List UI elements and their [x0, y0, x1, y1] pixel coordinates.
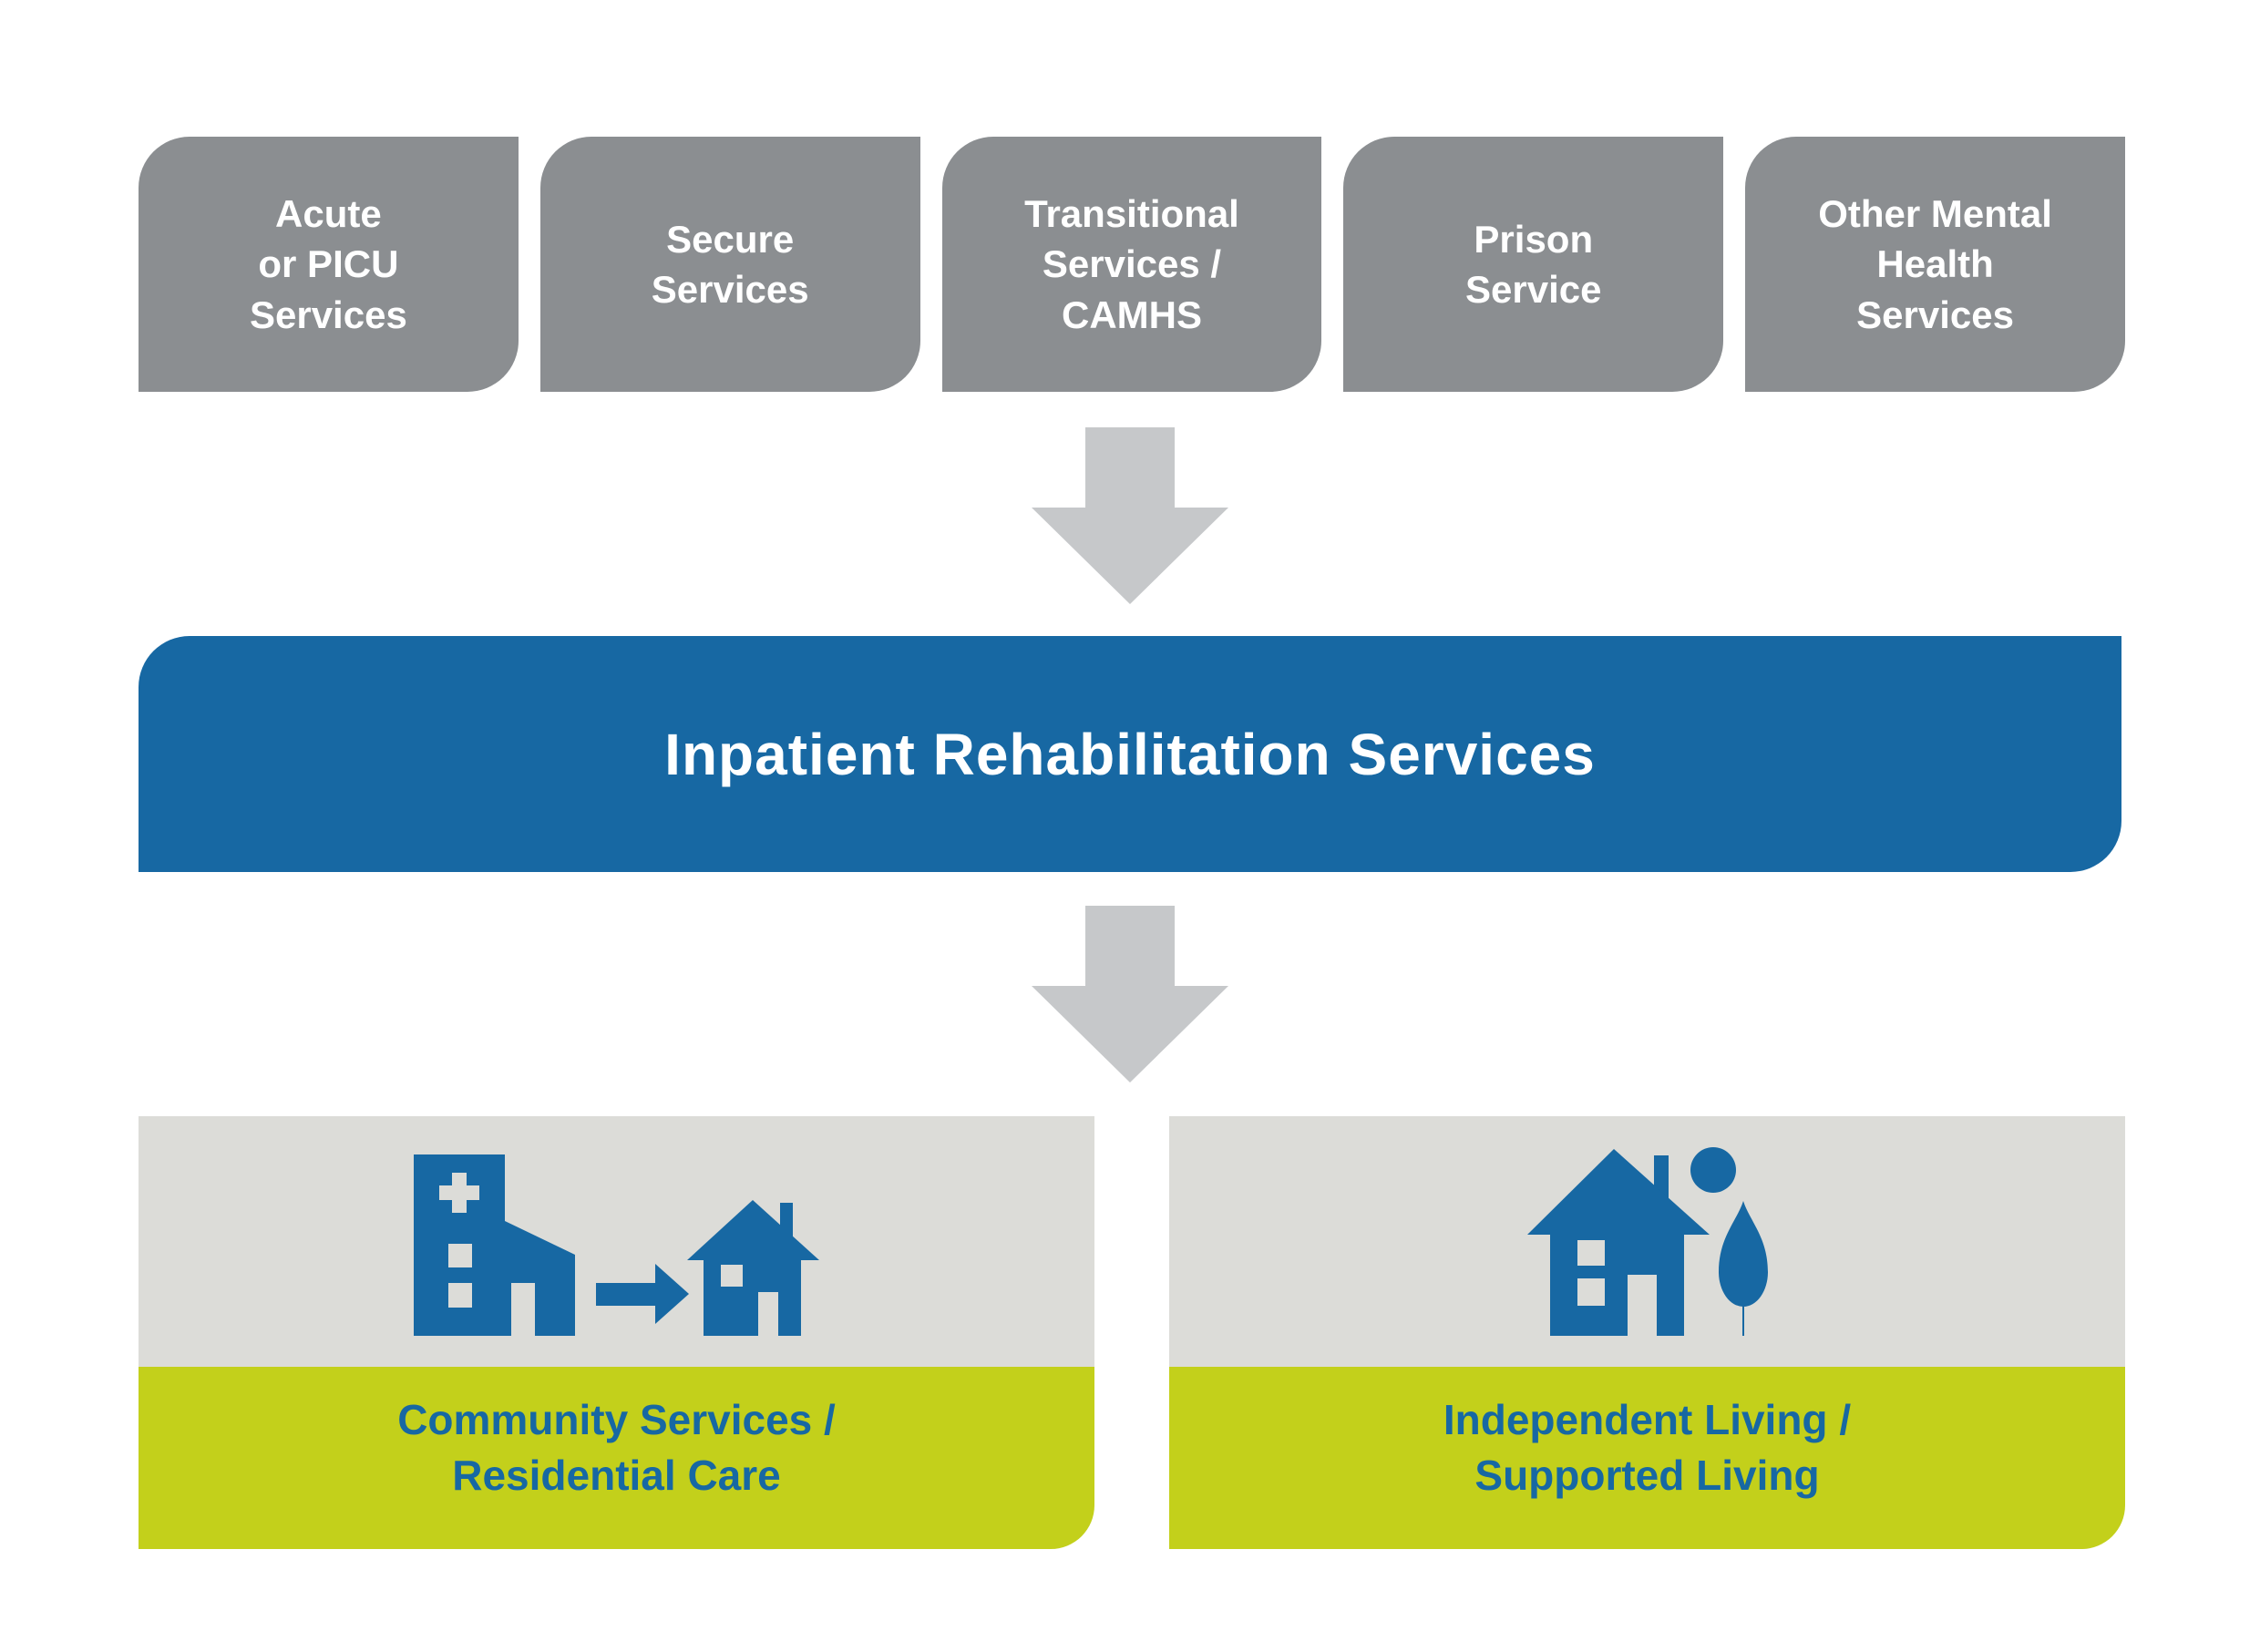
- box-label: Other Mental Health Services: [1818, 191, 2052, 336]
- box-other-mental-health-services: Other Mental Health Services: [1745, 137, 2125, 392]
- inpatient-rehabilitation-bar: Inpatient Rehabilitation Services: [139, 636, 2121, 872]
- box-independent-supported-living: Independent Living / Supported Living: [1169, 1116, 2125, 1549]
- box-prison-service: Prison Service: [1343, 137, 1724, 392]
- box-secure-services: Secure Services: [539, 137, 920, 392]
- inpatient-rehabilitation-label: Inpatient Rehabilitation Services: [664, 721, 1596, 787]
- box-acute-or-picu-services: Acute or PICU Services: [139, 137, 519, 392]
- destination-label: Independent Living / Supported Living: [1443, 1396, 1852, 1499]
- box-community-services-residential-care: Community Services / Residential Care: [139, 1116, 1094, 1549]
- box-label: Secure Services: [651, 217, 809, 311]
- down-arrow-icon: [1032, 906, 1228, 1083]
- down-arrow-icon: [1032, 427, 1228, 604]
- house-and-person-icon: [1526, 1146, 1768, 1336]
- icon-area: [1169, 1116, 2125, 1367]
- destination-label: Community Services / Residential Care: [397, 1396, 836, 1499]
- label-area: Community Services / Residential Care: [139, 1367, 1094, 1549]
- label-area: Independent Living / Supported Living: [1169, 1367, 2125, 1549]
- box-transitional-services-camhs: Transitional Services / CAMHS: [941, 137, 1322, 392]
- box-label: Prison Service: [1465, 217, 1602, 311]
- box-label: Acute or PICU Services: [249, 191, 407, 336]
- referral-sources-row: Acute or PICU Services Secure Services T…: [139, 137, 2125, 392]
- box-label: Transitional Services / CAMHS: [1024, 191, 1239, 336]
- discharge-destinations-row: Community Services / Residential Care: [139, 1116, 2125, 1549]
- hospital-to-home-icon: [414, 1154, 819, 1336]
- icon-area: [139, 1116, 1094, 1367]
